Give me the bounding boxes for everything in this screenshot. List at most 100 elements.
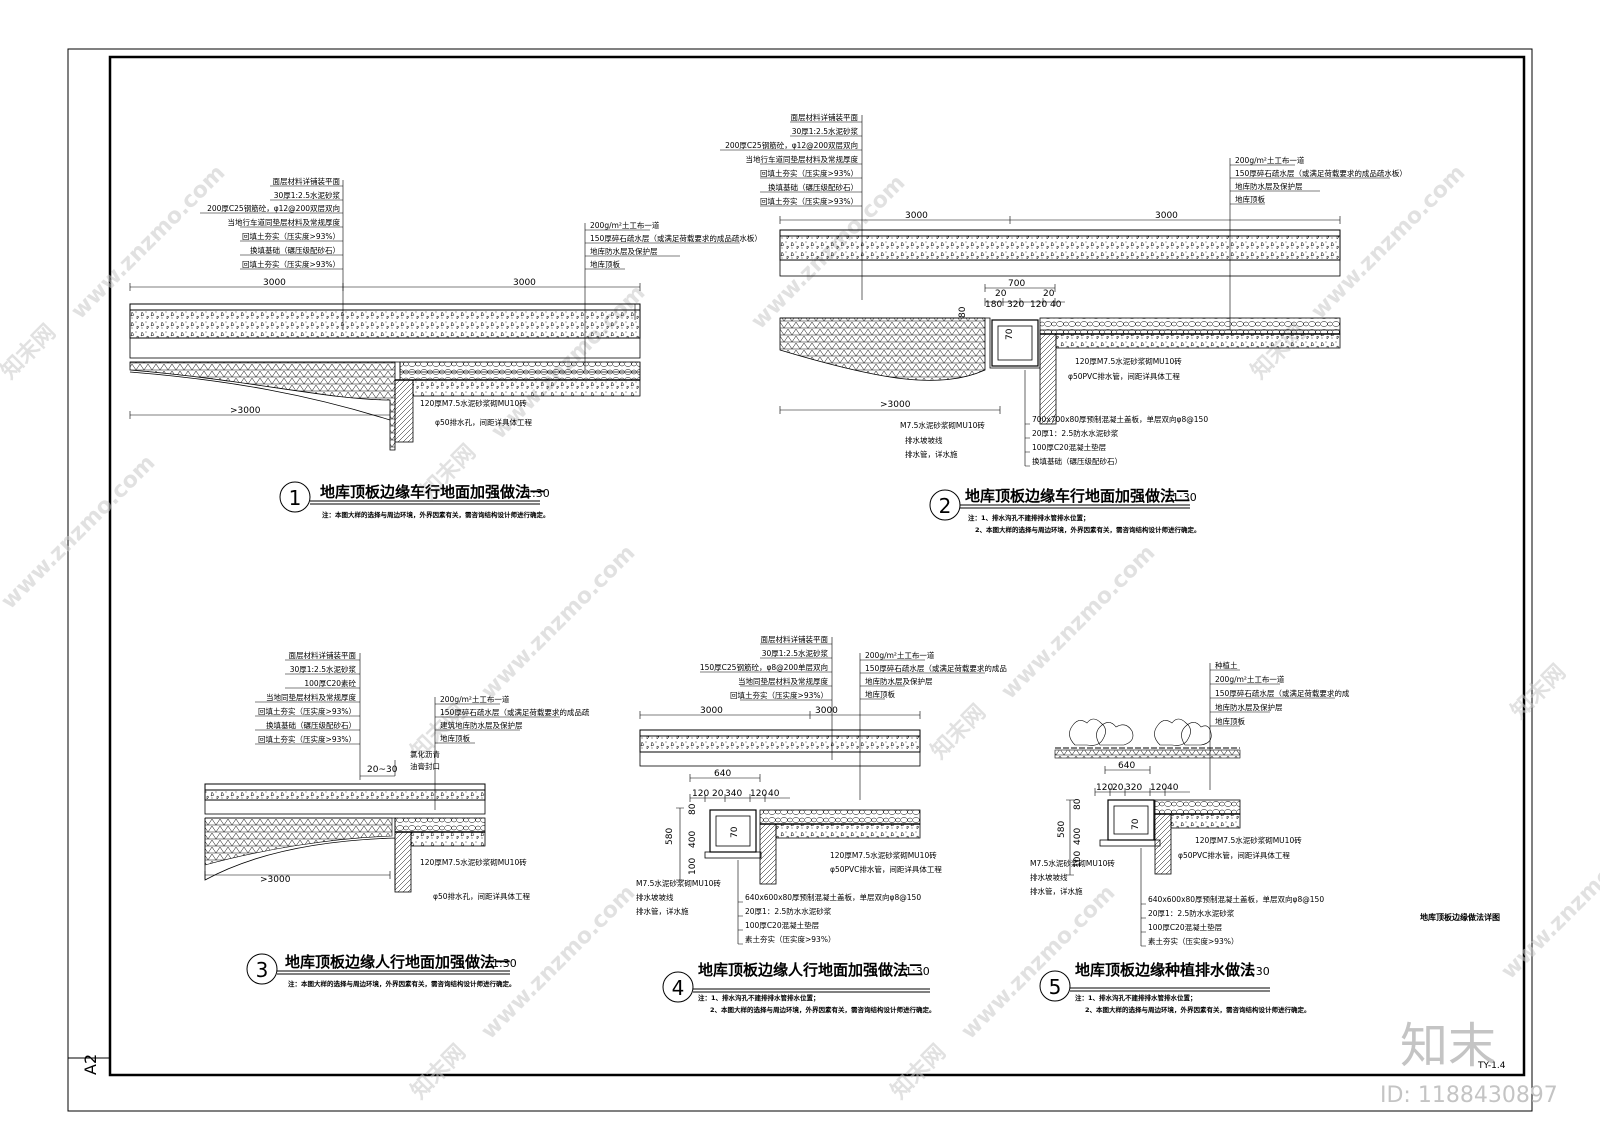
svg-text:100厚C20混凝土垫层: 100厚C20混凝土垫层 bbox=[1032, 442, 1107, 452]
detail-3: 面层材料详铺装平面 30厚1:2.5水泥砂浆 100厚C20素砼 当地同垫层材料… bbox=[204, 650, 590, 988]
detail-1-labels-right: 200g/m²土工布一道 150厚碎石疏水层（或满足荷载要求的成品疏水板） 地库… bbox=[590, 220, 762, 269]
svg-text:建筑地库防水层及保护层: 建筑地库防水层及保护层 bbox=[440, 720, 523, 730]
dim: 640 bbox=[714, 769, 731, 779]
svg-text:20: 20 bbox=[712, 789, 724, 799]
svg-text:80: 80 bbox=[1073, 798, 1083, 810]
logo-text: 知末 bbox=[1400, 1018, 1496, 1074]
svg-text:200g/m²土工布一道: 200g/m²土工布一道 bbox=[865, 650, 935, 660]
svg-text:120: 120 bbox=[1030, 300, 1047, 310]
detail-4-labels-left: 面层材料详铺装平面 30厚1:2.5水泥砂浆 150厚C25钢筋砼，φ8@200… bbox=[700, 634, 829, 700]
svg-text:200厚C25钢筋砼，φ12@200双层双向: 200厚C25钢筋砼，φ12@200双层双向 bbox=[725, 140, 858, 150]
svg-text:400: 400 bbox=[1073, 828, 1083, 845]
detail-note: 2、本图大样的选择与周边环境，外界因素有关，需咨询结构设计师进行确定。 bbox=[1085, 1005, 1311, 1014]
detail-title: 地库顶板边缘种植排水做法 bbox=[1075, 961, 1255, 979]
detail-note: 注：1、排水沟孔不建排排水管排水位置； bbox=[698, 993, 820, 1002]
svg-text:40: 40 bbox=[1050, 300, 1062, 310]
svg-text:30厚1:2.5水泥砂浆: 30厚1:2.5水泥砂浆 bbox=[274, 190, 341, 200]
svg-text:φ50排水孔，间距详具体工程: φ50排水孔，间距详具体工程 bbox=[435, 417, 532, 427]
svg-text:580: 580 bbox=[1057, 821, 1067, 838]
svg-text:素土夯实（压实度>93%）: 素土夯实（压实度>93%） bbox=[1148, 936, 1238, 946]
svg-text:20: 20 bbox=[1043, 289, 1055, 299]
svg-text:排水坡坡线: 排水坡坡线 bbox=[636, 892, 674, 902]
svg-text:当地同垫层材料及常规厚度: 当地同垫层材料及常规厚度 bbox=[266, 692, 356, 702]
detail-4-labels-right: 200g/m²土工布一道 150厚碎石疏水层（或满足荷载要求的成品 地库防水层及… bbox=[865, 650, 1007, 699]
detail-scale: 1:30 bbox=[905, 965, 930, 978]
id-text: ID: 1188430897 bbox=[1380, 1083, 1558, 1108]
svg-text:150厚C25钢筋砼，φ8@200单层双向: 150厚C25钢筋砼，φ8@200单层双向 bbox=[700, 662, 828, 672]
watermark-text: www.znzmo.com bbox=[0, 450, 160, 614]
detail-2-labels-right: 200g/m²土工布一道 150厚碎石疏水层（或满足荷载要求的成品疏水板） 地库… bbox=[1235, 155, 1407, 204]
detail-note: 注：本图大样的选择与周边环境，外界因素有关，需咨询结构设计师进行确定。 bbox=[322, 510, 550, 519]
svg-text:200g/m²土工布一道: 200g/m²土工布一道 bbox=[440, 694, 510, 704]
svg-text:地库顶板: 地库顶板 bbox=[590, 259, 620, 269]
svg-text:200厚C25钢筋砼，φ12@200双层双向: 200厚C25钢筋砼，φ12@200双层双向 bbox=[207, 203, 340, 213]
svg-text:640x600x80厚预制混凝土盖板，单层双向φ8@150: 640x600x80厚预制混凝土盖板，单层双向φ8@150 bbox=[745, 892, 921, 902]
svg-text:20~30: 20~30 bbox=[367, 765, 398, 775]
detail-number: 3 bbox=[256, 958, 269, 982]
svg-text:40: 40 bbox=[1167, 783, 1179, 793]
dim: >3000 bbox=[880, 400, 911, 410]
svg-text:排水管，详水施: 排水管，详水施 bbox=[905, 449, 958, 459]
detail-3-labels-left: 面层材料详铺装平面 30厚1:2.5水泥砂浆 100厚C20素砼 当地同垫层材料… bbox=[258, 650, 356, 744]
svg-text:70: 70 bbox=[1005, 328, 1015, 340]
svg-text:120: 120 bbox=[1096, 783, 1113, 793]
svg-text:地库顶板: 地库顶板 bbox=[865, 689, 895, 699]
svg-text:地库顶板: 地库顶板 bbox=[440, 733, 470, 743]
dim: 3000 bbox=[1155, 211, 1178, 221]
svg-text:150厚碎石疏水层（或满足荷载要求的成品: 150厚碎石疏水层（或满足荷载要求的成品 bbox=[865, 663, 1007, 673]
watermark-text: www.znzmo.com bbox=[477, 540, 641, 704]
svg-text:120厚M7.5水泥砂浆砌MU10砖: 120厚M7.5水泥砂浆砌MU10砖 bbox=[420, 857, 527, 867]
svg-text:30厚1:2.5水泥砂浆: 30厚1:2.5水泥砂浆 bbox=[290, 664, 357, 674]
watermark-brand: 知末网 bbox=[0, 319, 61, 384]
detail-number: 4 bbox=[672, 976, 685, 1000]
svg-text:100: 100 bbox=[1073, 851, 1083, 868]
svg-text:320: 320 bbox=[1007, 300, 1024, 310]
svg-text:100厚C20混凝土垫层: 100厚C20混凝土垫层 bbox=[1148, 922, 1223, 932]
svg-text:20厚1：2.5防水水泥砂浆: 20厚1：2.5防水水泥砂浆 bbox=[1148, 908, 1235, 918]
svg-text:地库防水层及保护层: 地库防水层及保护层 bbox=[1235, 181, 1303, 191]
svg-text:面层材料详铺装平面: 面层材料详铺装平面 bbox=[791, 112, 859, 122]
svg-text:40: 40 bbox=[768, 789, 780, 799]
svg-text:20厚1：2.5防水水泥砂浆: 20厚1：2.5防水水泥砂浆 bbox=[1032, 428, 1119, 438]
dim: >3000 bbox=[260, 875, 291, 885]
watermark-brand: 知末网 bbox=[406, 1039, 471, 1104]
svg-text:700x700x80厚预制混凝土盖板，单层双向φ8@150: 700x700x80厚预制混凝土盖板，单层双向φ8@150 bbox=[1032, 414, 1208, 424]
dim: 3000 bbox=[905, 211, 928, 221]
svg-text:氯化沥青: 氯化沥青 bbox=[410, 749, 440, 759]
svg-text:120厚M7.5水泥砂浆砌MU10砖: 120厚M7.5水泥砂浆砌MU10砖 bbox=[1195, 835, 1302, 845]
svg-text:地库防水层及保护层: 地库防水层及保护层 bbox=[590, 246, 658, 256]
svg-text:回填土夯实（压实度>93%）: 回填土夯实（压实度>93%） bbox=[242, 231, 340, 241]
svg-text:120: 120 bbox=[1150, 783, 1167, 793]
svg-text:200g/m²土工布一道: 200g/m²土工布一道 bbox=[590, 220, 660, 230]
detail-note: 注：1、排水沟孔不建排排水管排水位置； bbox=[968, 513, 1090, 522]
svg-text:地库顶板: 地库顶板 bbox=[1215, 716, 1245, 726]
svg-text:150厚碎石疏水层（或满足荷载要求的成品疏水板）: 150厚碎石疏水层（或满足荷载要求的成品疏水板） bbox=[1235, 168, 1407, 178]
detail-2-labels-mid: 120厚M7.5水泥砂浆砌MU10砖 φ50PVC排水管，间距详具体工程 bbox=[1068, 356, 1182, 381]
svg-text:地库顶板: 地库顶板 bbox=[1235, 194, 1265, 204]
svg-text:排水坡坡线: 排水坡坡线 bbox=[905, 435, 943, 445]
svg-text:150厚碎石疏水层（或满足荷载要求的成品疏水板）: 150厚碎石疏水层（或满足荷载要求的成品疏水板） bbox=[590, 233, 762, 243]
detail-2: 面层材料详铺装平面 30厚1:2.5水泥砂浆 200厚C25钢筋砼，φ12@20… bbox=[720, 112, 1407, 534]
svg-text:回填土夯实（压实度>93%）: 回填土夯实（压实度>93%） bbox=[258, 734, 356, 744]
svg-text:340: 340 bbox=[725, 789, 742, 799]
dim: 640 bbox=[1118, 761, 1135, 771]
detail-title: 地库顶板边缘人行地面加强做法一 bbox=[285, 953, 510, 971]
svg-text:地库防水层及保护层: 地库防水层及保护层 bbox=[865, 676, 933, 686]
dim: >3000 bbox=[230, 406, 261, 416]
svg-text:面层材料详铺装平面: 面层材料详铺装平面 bbox=[273, 176, 341, 186]
svg-text:换填基础（碾压级配砂石）: 换填基础（碾压级配砂石） bbox=[768, 182, 858, 192]
svg-text:排水管，详水施: 排水管，详水施 bbox=[636, 906, 689, 916]
detail-4: 面层材料详铺装平面 30厚1:2.5水泥砂浆 150厚C25钢筋砼，φ8@200… bbox=[636, 634, 1007, 1014]
watermark-brand: 知末网 bbox=[1506, 659, 1571, 724]
svg-text:100厚C20素砼: 100厚C20素砼 bbox=[304, 678, 356, 688]
svg-text:M7.5水泥砂浆砌MU10砖: M7.5水泥砂浆砌MU10砖 bbox=[1030, 858, 1115, 868]
svg-text:当地行车道同垫层材料及常规厚度: 当地行车道同垫层材料及常规厚度 bbox=[228, 217, 341, 227]
detail-number: 2 bbox=[939, 494, 952, 518]
detail-scale: 1:30 bbox=[1172, 491, 1197, 504]
svg-text:油膏封口: 油膏封口 bbox=[410, 761, 440, 771]
svg-text:排水管，详水施: 排水管，详水施 bbox=[1030, 886, 1083, 896]
detail-5: 种植土 200g/m²土工布一道 150厚碎石疏水层（或满足荷载要求的成 地库防… bbox=[1030, 660, 1350, 1014]
svg-text:20: 20 bbox=[1112, 783, 1124, 793]
detail-note: 注：本图大样的选择与周边环境，外界因素有关，需咨询结构设计师进行确定。 bbox=[288, 979, 516, 988]
